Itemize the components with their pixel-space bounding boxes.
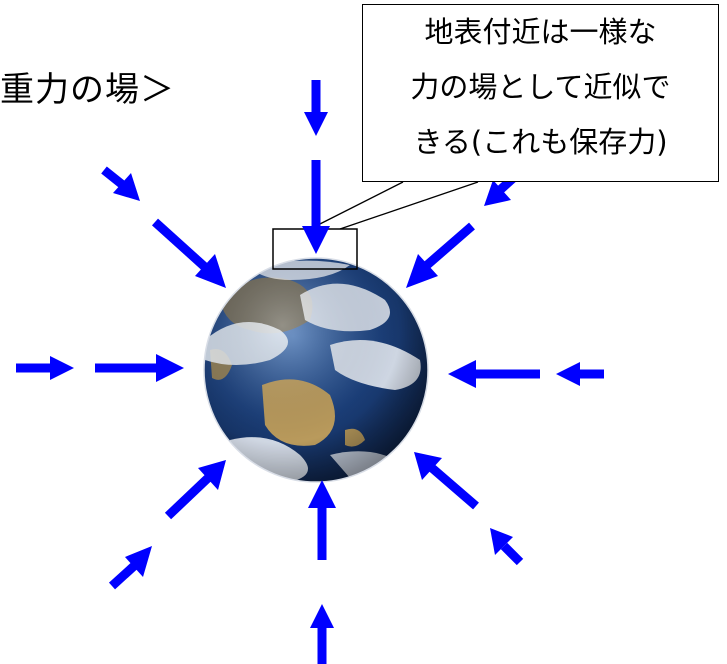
arrow-right-inner-icon [448,360,540,388]
arrow-bottom-inner-icon [308,480,336,560]
earth-icon [203,257,429,483]
arrow-lower-right-inner-icon [414,452,479,510]
callout-line-3: きる(これも保存力) [413,125,668,159]
arrow-right-outer-icon [556,362,604,386]
arrow-top-inner-icon [302,160,330,254]
arrow-lower-right-outer-icon [490,528,524,566]
leader-line-left [309,181,404,230]
callout-box: 地表付近は一様な 力の場として近似で きる(これも保存力) [362,4,719,182]
arrow-bottom-outer-icon [310,604,334,664]
arrow-upper-left-outer-icon [101,166,140,201]
arrow-lower-left-outer-icon [108,546,152,590]
arrow-left-outer-icon [16,356,74,380]
arrow-top-outer-icon [304,80,328,136]
callout-line-1: 地表付近は一様な [424,15,657,49]
field-arrows [16,80,604,664]
arrow-upper-left-inner-icon [151,218,226,288]
arrow-upper-right-inner-icon [406,222,475,288]
arrow-left-inner-icon [95,354,184,382]
leader-line-right [339,181,479,230]
arrow-lower-left-inner-icon [164,460,226,520]
callout-line-2: 力の場として近似で [410,70,671,104]
diagram-title: 重力の場＞ [0,70,175,110]
